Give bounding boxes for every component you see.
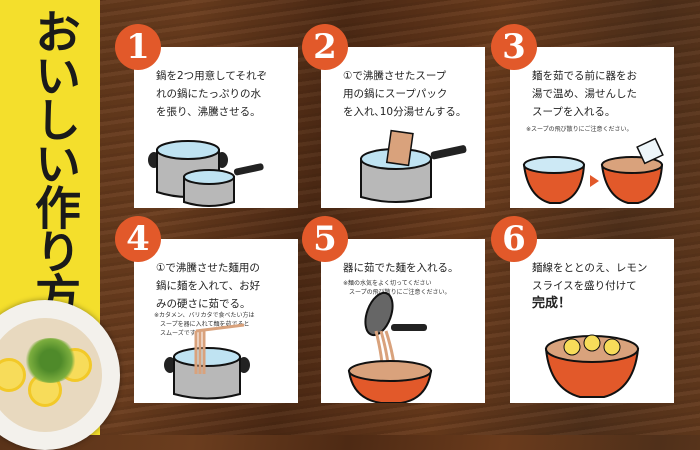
step-number: 2 [302, 24, 348, 70]
strainer-bowl-illustration [347, 291, 433, 403]
boiling-pots-illustration [148, 140, 264, 207]
step-note: ※スープの飛び散りにご注意ください。 [526, 126, 633, 133]
step-number: 4 [115, 216, 161, 262]
step-card-3: 3 麺を茹でる前に器をお 湯で温め、湯せんした スープを入れる。 ※スープの飛び… [491, 24, 674, 208]
step-note: ※カタメン、バリカタで食べたい方は スープを器に入れて麺を茹でると スムーズです… [154, 312, 255, 337]
step-text: 麺を茹でる前に器をお 湯で温め、湯せんした スープを入れる。 [532, 70, 637, 118]
step-card-4: 4 ①で沸騰させた麺用の 鍋に麺を入れて、お好 みの硬さに茹でる。 ※カタメン、… [115, 216, 298, 403]
step-text: 麺線をととのえ、レモン スライスを盛り付けて完成！ [532, 259, 668, 313]
step-number: 6 [491, 216, 537, 262]
step-text: ①で沸騰させたスープ 用の鍋にスープパック を入れ､10分湯せんする。 [343, 70, 467, 118]
finished-ramen-illustration [544, 334, 640, 398]
step-number: 1 [115, 24, 161, 70]
step-number: 3 [491, 24, 537, 70]
complete-label: 完成！ [532, 296, 572, 311]
noodle-pot-illustration [164, 323, 250, 400]
soup-pack-pot-illustration [360, 129, 467, 203]
step-number: 5 [302, 216, 348, 262]
step-card-6: 6 麺線をととのえ、レモン スライスを盛り付けて完成！ [491, 216, 674, 403]
step-card-5: 5 器に茹でた麺を入れる。 ※麺の水気をよく切ってください スープの飛び散りにご… [302, 216, 485, 403]
step-note: ※麺の水気をよく切ってください スープの飛び散りにご注意ください。 [343, 280, 451, 296]
step-text: 鍋を2つ用意してそれぞ れの鍋にたっぷりの水 を張り、沸騰させる。 [156, 70, 268, 118]
ramen-photo [0, 300, 120, 450]
step-text-main: 麺線をととのえ、レモン スライスを盛り付けて [532, 262, 648, 292]
bowl-soup-illustration [522, 137, 664, 204]
step-card-2: 2 ①で沸騰させたスープ 用の鍋にスープパック を入れ､10分湯せんする。 [302, 24, 485, 208]
page-title: おいしい作り方 [28, 8, 82, 316]
step-text: ①で沸騰させた麺用の 鍋に麺を入れて、お好 みの硬さに茹でる。 [156, 262, 261, 310]
step-text: 器に茹でた麺を入れる。 [343, 262, 459, 274]
step-card-1: 1 鍋を2つ用意してそれぞ れの鍋にたっぷりの水 を張り、沸騰させる。 [115, 24, 298, 208]
